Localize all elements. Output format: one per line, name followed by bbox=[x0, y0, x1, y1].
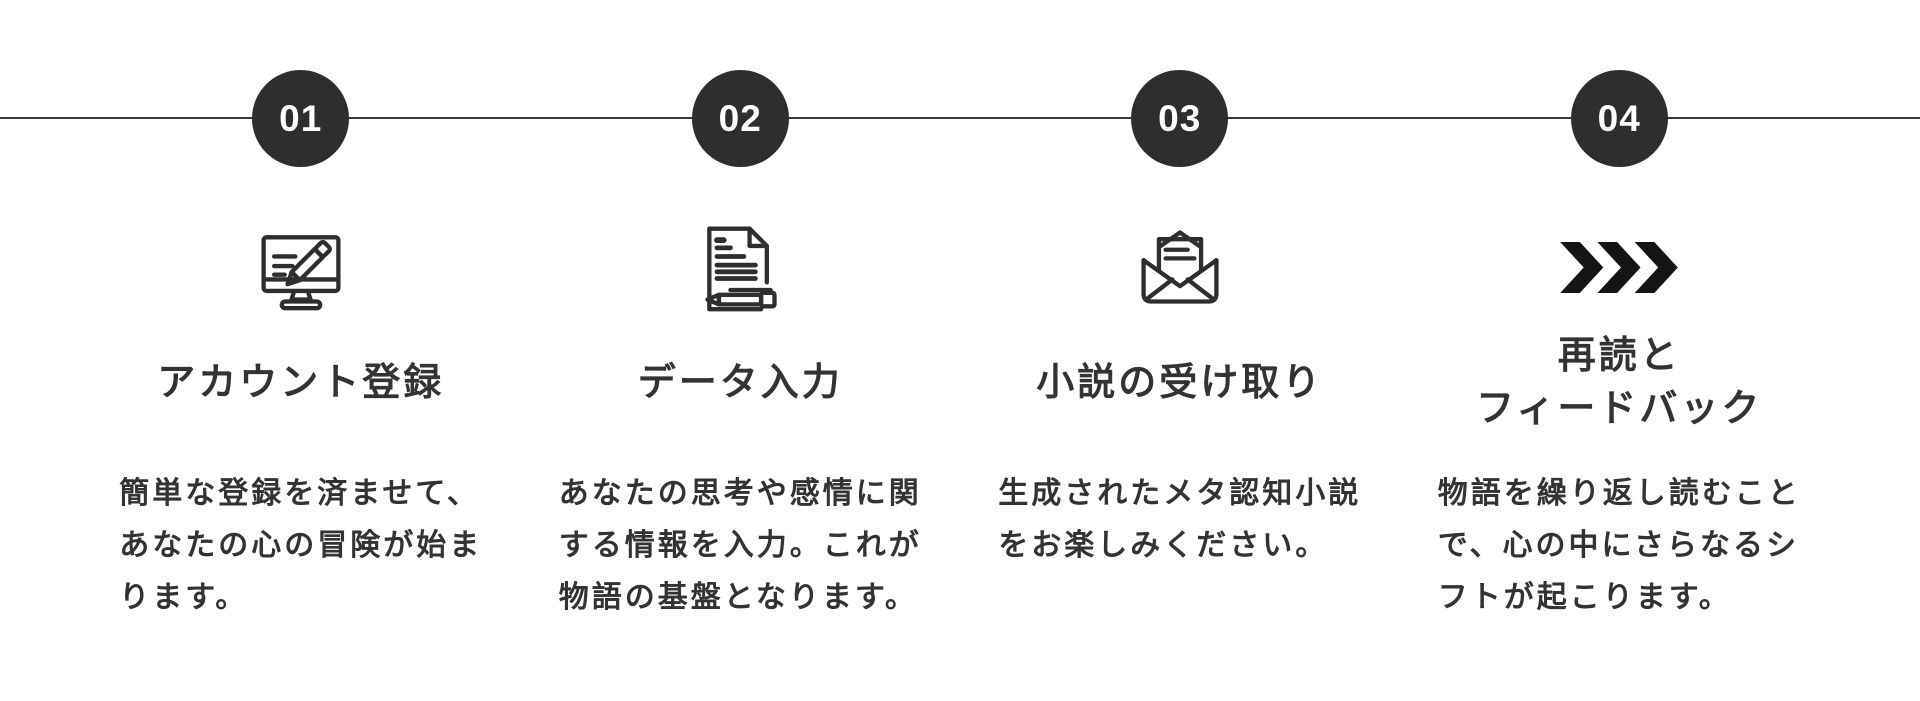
step-description: 物語を繰り返し読むこと で、心の中にさらなるシ フトが起こります。 bbox=[1437, 477, 1801, 614]
step-title: 小説の受け取り bbox=[1036, 361, 1324, 404]
step-number: 01 bbox=[279, 97, 323, 139]
process-steps: 01 ア bbox=[81, 70, 1840, 624]
step-number-badge: 03 bbox=[1131, 70, 1229, 167]
step-number: 03 bbox=[1158, 97, 1202, 139]
monitor-pencil-icon bbox=[255, 221, 347, 313]
step-description: 簡単な登録を済ませて、 あなたの心の冒険が始ま ります。 bbox=[119, 477, 483, 614]
step-reread-feedback: 04 再読と フィードバック 物語を繰り返し読むこと で、心の中にさらなるシ フ… bbox=[1400, 70, 1840, 624]
triple-chevron-icon bbox=[1560, 221, 1679, 313]
step-number: 02 bbox=[718, 97, 762, 139]
open-envelope-icon bbox=[1134, 221, 1226, 313]
step-data-input: 02 データ入力 bbox=[521, 70, 961, 624]
step-number-badge: 01 bbox=[252, 70, 350, 167]
step-description: あなたの思考や感情に関 する情報を入力。これが 物語の基盤となります。 bbox=[558, 477, 922, 614]
step-account-registration: 01 ア bbox=[81, 70, 521, 624]
document-pen-icon bbox=[694, 221, 786, 313]
step-number-badge: 02 bbox=[691, 70, 789, 167]
step-number: 04 bbox=[1597, 97, 1641, 139]
step-description: 生成されたメタ認知小説 をお楽しみください。 bbox=[998, 477, 1362, 562]
step-title: データ入力 bbox=[637, 361, 843, 404]
step-title: 再読と フィードバック bbox=[1476, 335, 1763, 430]
step-number-badge: 04 bbox=[1570, 70, 1668, 167]
step-title: アカウント登録 bbox=[157, 361, 445, 404]
timeline-line bbox=[0, 117, 1920, 119]
step-receive-novel: 03 小説の受け取り 生成されたメタ認知小説 をお楽しみください。 bbox=[960, 70, 1400, 624]
